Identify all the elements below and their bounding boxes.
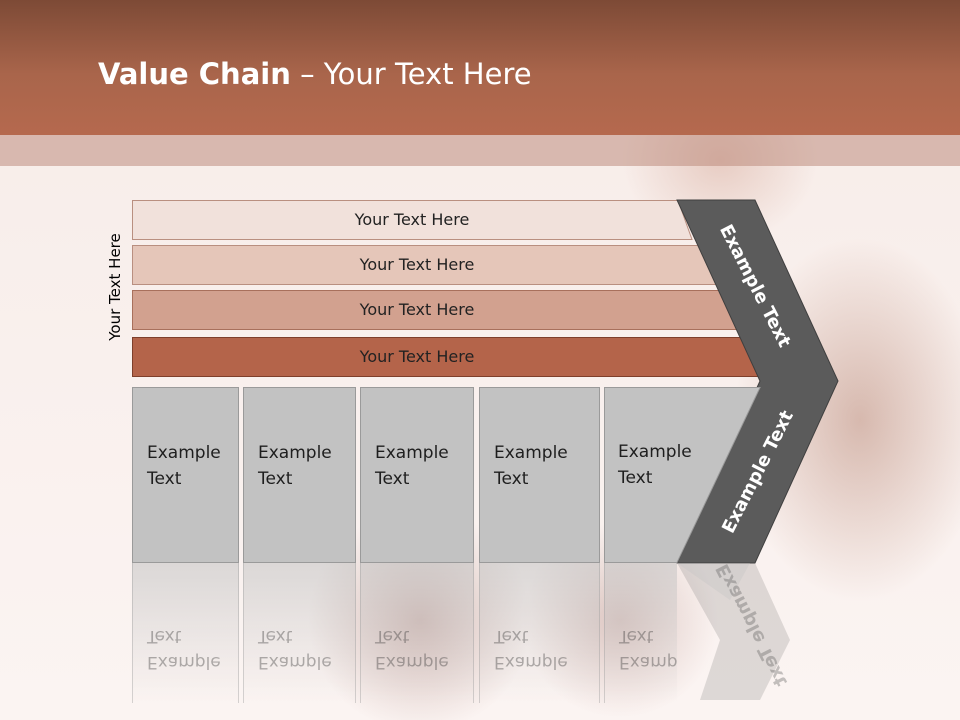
activity-box-4: Example Text (479, 387, 600, 563)
bar-2-label: Your Text Here (359, 255, 475, 274)
last-box-reflection (604, 563, 750, 600)
bar-3-label: Your Text Here (359, 300, 475, 319)
activity-box-2: Example Text (243, 387, 356, 563)
bar-4-label: Your Text Here (359, 347, 475, 366)
box-4-reflection-label: Example Text (494, 626, 568, 672)
activity-box-2-label: Example Text (258, 443, 332, 489)
activity-box-3-label: Example Text (375, 443, 449, 489)
chevron-shape (676, 199, 839, 564)
box-1-reflection: Example Text (132, 563, 239, 703)
activity-box-3: Example Text (360, 387, 474, 563)
box-5-reflection: Example Text (604, 563, 677, 703)
activity-box-1-label: Example Text (147, 443, 221, 489)
bar-1-shape (132, 200, 693, 240)
activity-box-4-label: Example Text (494, 443, 568, 489)
bar-1: Your Text Here (132, 200, 702, 240)
activity-box-5 (604, 387, 761, 563)
header-band (0, 135, 960, 166)
page-title: Value Chain – Your Text Here (98, 52, 532, 96)
box-5-reflection-label: Example Text (619, 626, 677, 672)
box-3-reflection-label: Example Text (375, 626, 449, 672)
chevron-reflection (677, 563, 790, 700)
activity-box-5-shape (604, 387, 761, 563)
activity-box-1: Example Text (132, 387, 239, 563)
bar-3: Your Text Here (132, 290, 744, 330)
title-bold: Value Chain (98, 57, 291, 91)
title-rest: – Your Text Here (290, 57, 532, 91)
activity-box-5-label: Example Text (618, 442, 692, 488)
box-1-reflection-label: Example Text (147, 626, 221, 672)
box-2-reflection: Example Text (243, 563, 356, 703)
box-4-reflection: Example Text (479, 563, 600, 703)
bar-1-label: Your Text Here (354, 210, 470, 229)
box-2-reflection-label: Example Text (258, 626, 332, 672)
header-bar (0, 0, 960, 135)
box-3-reflection: Example Text (360, 563, 474, 703)
